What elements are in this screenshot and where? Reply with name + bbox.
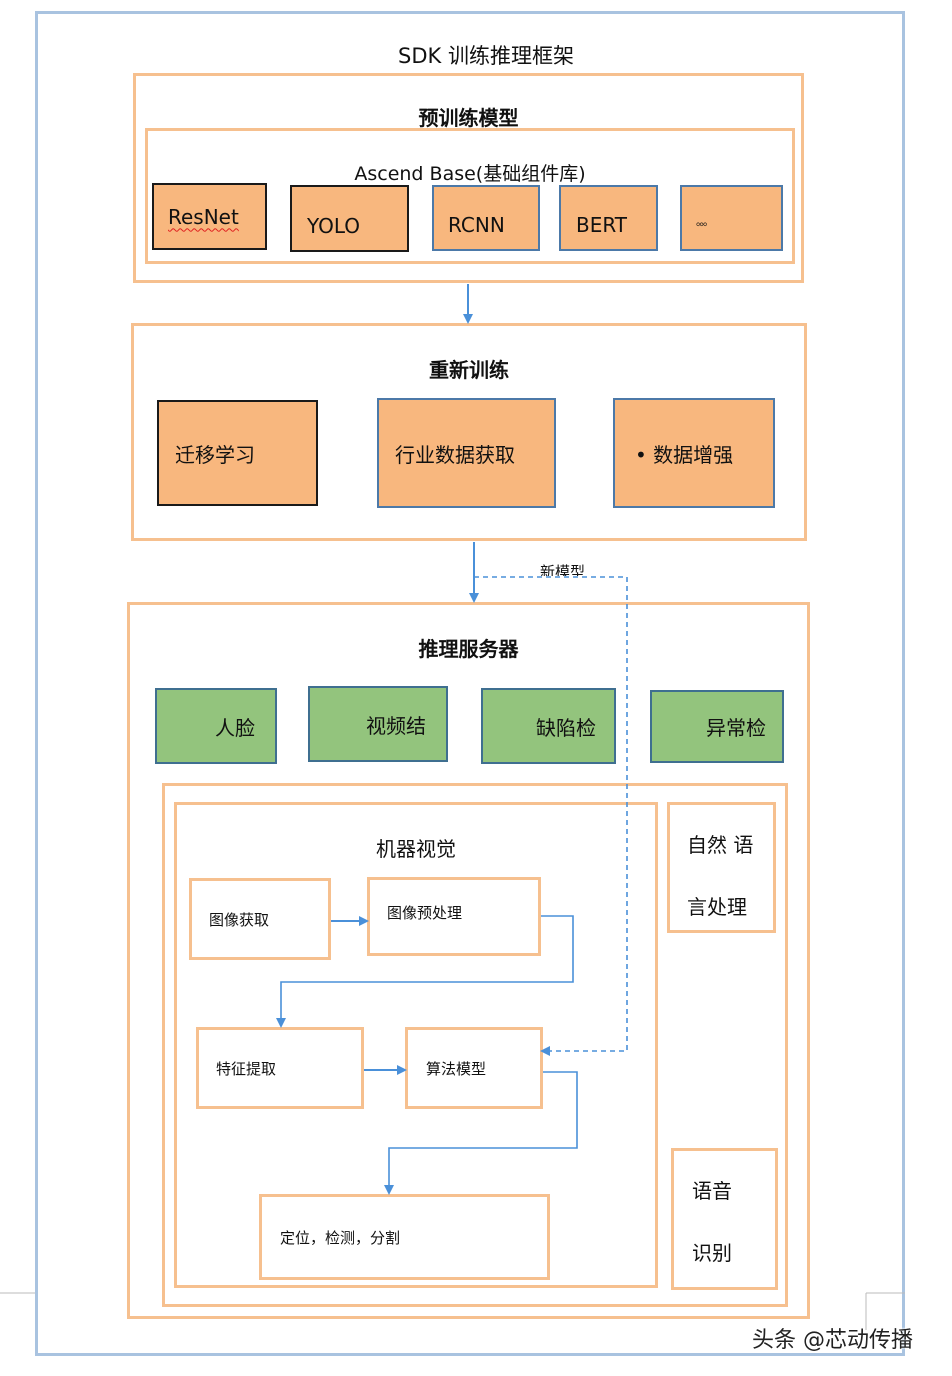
arrow-new-model-dashed <box>474 576 628 1056</box>
watermark: 头条 @芯动传播 <box>752 1328 913 1353</box>
sdk-framework-frame <box>35 11 905 1356</box>
model-label: YOLO <box>307 213 361 238</box>
service-face: 人脸 <box>155 688 277 764</box>
pretrain-title: 预训练模型 <box>418 106 519 130</box>
service-defect: 缺陷检 <box>481 688 616 764</box>
retrain-title: 重新训练 <box>429 358 509 382</box>
arrow-algorithm-to-output <box>384 1071 578 1195</box>
step-feature-extraction: 特征提取 <box>196 1027 364 1109</box>
arrow-preprocessing-to-feature <box>276 915 574 1028</box>
step-label: 特征提取 <box>216 1059 277 1078</box>
nlp-label-line2: 言处理 <box>687 895 747 919</box>
pretrain-section: 预训练模型 <box>133 73 804 283</box>
step-image-acquisition: 图像获取 <box>189 878 331 960</box>
new-model-label-clip: 新模型 <box>530 560 610 576</box>
nlp-box: 自然 语 言处理 <box>667 802 776 933</box>
service-label: 人脸 <box>215 715 255 740</box>
model-label: BERT <box>576 213 628 237</box>
new-model-label: 新模型 <box>540 563 586 576</box>
step-algorithm-model: 算法模型 <box>405 1027 543 1109</box>
ascend-base-box: Ascend Base(基础组件库) <box>145 128 795 264</box>
industry-data-label: 行业数据获取 <box>395 442 515 467</box>
speech-label-line1: 语音 <box>692 1179 732 1203</box>
machine-vision-title: 机器视觉 <box>376 837 456 861</box>
model-bert: BERT <box>559 185 658 251</box>
transfer-learning-box: 迁移学习 <box>157 400 318 506</box>
step-label: 图像获取 <box>209 910 270 929</box>
step-localization-detection-segmentation: 定位，检测，分割 <box>259 1194 550 1280</box>
transfer-learning-label: 迁移学习 <box>175 442 255 467</box>
model-label: RCNN <box>448 213 505 237</box>
model-label: 。。。 <box>696 215 714 228</box>
inference-title: 推理服务器 <box>418 637 519 661</box>
step-label: 算法模型 <box>426 1060 487 1078</box>
model-rcnn: RCNN <box>432 185 540 251</box>
model-yolo: YOLO <box>290 185 409 252</box>
nlp-label-line1: 自然 语 <box>687 833 754 857</box>
service-video: 视频结 <box>308 686 448 762</box>
step-label: 图像预处理 <box>387 904 463 922</box>
service-label: 视频结 <box>366 713 426 738</box>
model-resnet: ResNet <box>152 183 267 250</box>
inference-section: 推理服务器 <box>127 602 810 1319</box>
model-label: ResNet <box>168 204 239 229</box>
industry-data-box: 行业数据获取 <box>377 398 556 508</box>
service-anomaly: 异常检 <box>650 690 784 763</box>
retrain-section: 重新训练 <box>131 323 807 541</box>
machine-vision-box: 机器视觉 <box>174 802 658 1288</box>
data-augmentation-box: • 数据增强 <box>613 398 775 508</box>
speech-box: 语音 识别 <box>671 1148 778 1290</box>
step-image-preprocessing: 图像预处理 <box>367 877 541 956</box>
model-more: 。。。 <box>680 185 783 251</box>
domains-frame <box>162 783 788 1307</box>
framework-title: SDK 训练推理框架 <box>398 44 574 68</box>
speech-label-line2: 识别 <box>692 1241 732 1265</box>
ascend-base-title: Ascend Base(基础组件库) <box>354 163 586 185</box>
data-augmentation-label: • 数据增强 <box>635 442 734 467</box>
service-label: 缺陷检 <box>536 715 596 740</box>
step-label: 定位，检测，分割 <box>280 1228 401 1247</box>
service-label: 异常检 <box>706 716 766 740</box>
